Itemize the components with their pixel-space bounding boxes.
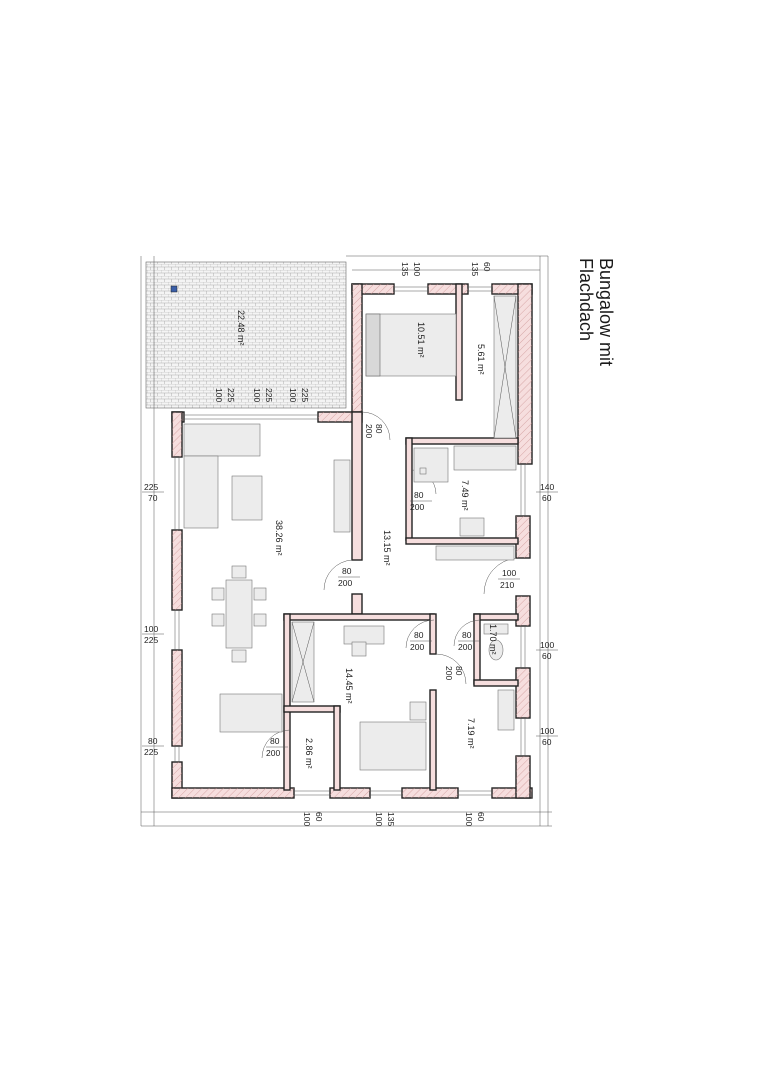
room-area-terrasse: 22.48 m² <box>236 310 246 346</box>
dim-text: 225 <box>226 388 236 402</box>
dim-text: 100 <box>214 388 224 402</box>
room-area-wohnen: 38.26 m² <box>274 520 284 556</box>
shower-icon <box>413 447 449 483</box>
left-dimensions: 225 70 100 225 80 225 <box>142 482 164 757</box>
room-area-schlafen: 10.51 m² <box>416 322 426 358</box>
furniture <box>183 295 517 771</box>
dim-text: 100 <box>288 388 298 402</box>
dim-text: 135 <box>400 262 410 276</box>
kitchen-icon <box>219 693 283 733</box>
dim-text: 140 <box>540 482 554 492</box>
bed-icon <box>365 313 457 377</box>
door-dim-h: 200 <box>458 642 472 652</box>
toilet-icon <box>488 639 504 661</box>
room-area-kind: 14.45 m² <box>344 668 354 704</box>
room-area-flur: 13.15 m² <box>382 530 392 566</box>
door-dim-h: 200 <box>338 578 352 588</box>
dim-text: 60 <box>542 651 552 661</box>
right-dimensions: 140 60 100 60 100 60 <box>536 482 558 747</box>
top-dimensions: 135 100 135 60 100 225 100 225 100 225 <box>214 262 492 402</box>
door-dim-h: 210 <box>500 580 514 590</box>
title-line-1: Bungalow mit <box>596 258 616 366</box>
dim-text: 60 <box>314 812 324 822</box>
dim-text: 225 <box>264 388 274 402</box>
dim-text: 60 <box>542 737 552 747</box>
bottom-dimensions: 100 60 100 135 100 60 <box>302 812 486 826</box>
dining-table-icon <box>225 579 253 649</box>
door-dimensions: 80 200 80 200 80 200 100 210 80 200 80 2… <box>266 424 520 758</box>
outer-guides <box>140 255 552 827</box>
walls <box>171 283 533 799</box>
room-labels: 22.48 m² 10.51 m² 5.61 m² 7.49 m² 38.26 … <box>236 310 498 769</box>
dim-text: 100 <box>374 812 384 826</box>
door-dim-h: 200 <box>266 748 280 758</box>
room-area-zimmer: 7.19 m² <box>466 718 476 749</box>
dim-text: 80 <box>148 736 158 746</box>
door-dim-w: 80 <box>374 424 384 434</box>
dim-text: 100 <box>412 262 422 276</box>
dim-text: 100 <box>540 640 554 650</box>
door-dim-w: 100 <box>502 568 516 578</box>
room-area-ankleide: 5.61 m² <box>476 344 486 375</box>
dim-text: 60 <box>542 493 552 503</box>
dim-text: 135 <box>470 262 480 276</box>
door-dim-w: 80 <box>414 630 424 640</box>
bathtub-icon <box>453 445 517 471</box>
door-dim-h: 200 <box>444 666 454 680</box>
dim-text: 70 <box>148 493 158 503</box>
door-dim-h: 200 <box>410 502 424 512</box>
terrace <box>145 261 347 409</box>
door-dim-w: 80 <box>342 566 352 576</box>
room-area-abstell: 2.86 m² <box>304 738 314 769</box>
dim-text: 100 <box>464 812 474 826</box>
windows <box>174 286 526 796</box>
title: Bungalow mit Flachdach <box>576 258 616 366</box>
room-area-bad: 7.49 m² <box>460 480 470 511</box>
dim-text: 225 <box>300 388 310 402</box>
dim-text: 100 <box>540 726 554 736</box>
door-dim-w: 80 <box>462 630 472 640</box>
dim-text: 225 <box>144 482 158 492</box>
desk-icon <box>343 625 385 645</box>
door-dim-w: 80 <box>270 736 280 746</box>
dim-text: 225 <box>144 635 158 645</box>
coffee-table-icon <box>231 475 263 521</box>
bed-icon-2 <box>359 721 427 771</box>
door-dim-w: 80 <box>454 666 464 676</box>
dim-text: 100 <box>302 812 312 826</box>
door-dim-w: 80 <box>414 490 424 500</box>
dim-text: 100 <box>252 388 262 402</box>
drain-icon <box>170 285 178 293</box>
dim-text: 100 <box>144 624 158 634</box>
door-dim-h: 200 <box>364 424 374 438</box>
dim-text: 135 <box>386 812 396 826</box>
dim-text: 60 <box>476 812 486 822</box>
title-line-2: Flachdach <box>576 258 596 341</box>
dim-text: 225 <box>144 747 158 757</box>
dim-text: 60 <box>482 262 492 272</box>
door-dim-h: 200 <box>410 642 424 652</box>
room-area-wc: 1.70 m² <box>488 624 498 655</box>
